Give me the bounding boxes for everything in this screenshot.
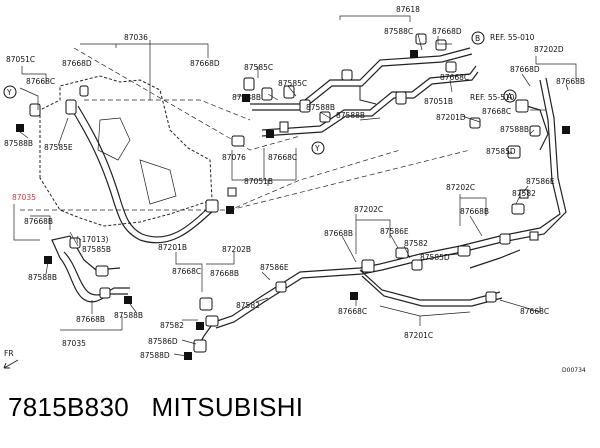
callout-87201c: 87201C	[404, 331, 433, 340]
callout-87585d-mid: 87585D	[420, 253, 450, 262]
callout-87668c-bottom-right: 87668C	[520, 307, 549, 316]
callout-87051b-top: 87051B	[424, 97, 453, 106]
parts-diagram: 87036 87051C 87668D 87668D 87668C 87588B…	[3, 5, 586, 374]
callout-87668b-mid: 87668B	[324, 229, 353, 238]
callout-87618: 87618	[396, 5, 420, 14]
callout-87668c-left: 87668C	[26, 77, 55, 86]
callout-87586e-right: 87586E	[526, 177, 555, 186]
ref-line-2	[84, 99, 251, 121]
callout-87588b-left: 87588B	[4, 139, 33, 148]
brand-name: MITSUBISHI	[151, 392, 304, 422]
connector-label-y-right: Y	[314, 144, 320, 153]
callout-87668c-mid: 87668C	[268, 153, 297, 162]
left-clips	[16, 85, 237, 304]
connector-a	[503, 89, 517, 103]
callout-87202c-mid: 87202C	[354, 205, 383, 214]
callout-87588b-lower-left: 87588B	[28, 273, 57, 282]
connector-y-left	[3, 85, 17, 99]
callout-87201d: 87201D	[436, 113, 466, 122]
callout-87668b-left: 87668B	[24, 217, 53, 226]
callout-87035-bottom: 87035	[62, 339, 86, 348]
callout-87588b-top: 87588B	[336, 111, 365, 120]
connector-markers	[3, 31, 517, 155]
front-arrow-icon	[3, 359, 19, 369]
callout-87588b-b: 87588B	[306, 103, 335, 112]
callout-87668d-left: 87668D	[62, 59, 92, 68]
callout-87582-lower: 87582	[236, 301, 260, 310]
leader-lines	[13, 15, 577, 357]
callout-labels: 87036 87051C 87668D 87668D 87668C 87588B…	[4, 5, 586, 374]
connector-b	[471, 31, 485, 45]
callout-87051b-mid: 87051B	[244, 177, 273, 186]
callout-87076: 87076	[222, 153, 246, 162]
connector-label-y-left: Y	[6, 88, 12, 97]
callout-87585c-b: 87585C	[278, 79, 307, 88]
connector-label-a: A	[507, 92, 513, 101]
front-mark: FR	[4, 349, 14, 358]
callout-87668d-right: 87668D	[510, 65, 540, 74]
callout-87585b: 87585B	[82, 245, 111, 254]
callout-87588c-top: 87588C	[384, 27, 413, 36]
callout-87586d: 87586D	[148, 337, 178, 346]
callout-87051c: 87051C	[6, 55, 35, 64]
callout-87588b-right: 87588B	[500, 125, 529, 134]
callout-87668b-bottom: 87668B	[76, 315, 105, 324]
callout-87668d-mid: 87668D	[190, 59, 220, 68]
callout-87582-bottom: 87582	[160, 321, 184, 330]
reference-55-510: REF. 55-510	[470, 93, 515, 102]
callout-87582-right: 87582	[512, 189, 536, 198]
ref-line-1	[73, 47, 301, 151]
engine-outline	[39, 75, 213, 227]
reference-55-010: REF. 55-010	[490, 33, 535, 42]
callout-87585e: 87585E	[44, 143, 73, 152]
ref-line-3	[20, 149, 401, 211]
callout-87588d: 87588D	[140, 351, 170, 360]
reference-17013: (-17013)	[76, 235, 108, 244]
connector-label-b: B	[475, 34, 480, 43]
callout-87035-red: 87035	[12, 193, 36, 202]
ref-line-4	[229, 149, 471, 211]
part-caption: 7815B830 MITSUBISHI	[8, 392, 303, 423]
callout-87668c-right: 87668C	[482, 107, 511, 116]
callout-87202b: 87202B	[222, 245, 251, 254]
right-clips	[184, 99, 570, 360]
callout-87588b-a: 87588B	[232, 93, 261, 102]
callout-87668b-lower: 87668B	[210, 269, 239, 278]
callout-87202d: 87202D	[534, 45, 564, 54]
upper-middle-clips	[231, 33, 481, 147]
callout-87036: 87036	[124, 33, 148, 42]
callout-87585c-a: 87585C	[244, 63, 273, 72]
callout-87588b-bottom: 87588B	[114, 311, 143, 320]
callout-87668d-top: 87668D	[432, 27, 462, 36]
callout-87668b-right-mid: 87668B	[460, 207, 489, 216]
part-number: 7815B830	[8, 392, 129, 422]
callout-87586e-lower: 87586E	[260, 263, 289, 272]
callout-87668c-bottom-mid: 87668C	[338, 307, 367, 316]
figure-code: D00734	[562, 367, 586, 374]
callout-87586e-mid: 87586E	[380, 227, 409, 236]
callout-87202c-right: 87202C	[446, 183, 475, 192]
callout-87201b: 87201B	[158, 243, 187, 252]
connector-y-right	[311, 141, 325, 155]
callout-87582-mid: 87582	[404, 239, 428, 248]
callout-87668b-right: 87668B	[556, 77, 585, 86]
callout-87585d-right: 87585D	[486, 147, 516, 156]
callout-87668c-lower: 87668C	[172, 267, 201, 276]
upper-middle-tubes	[250, 47, 479, 137]
callout-87668c-top: 87668C	[440, 73, 469, 82]
